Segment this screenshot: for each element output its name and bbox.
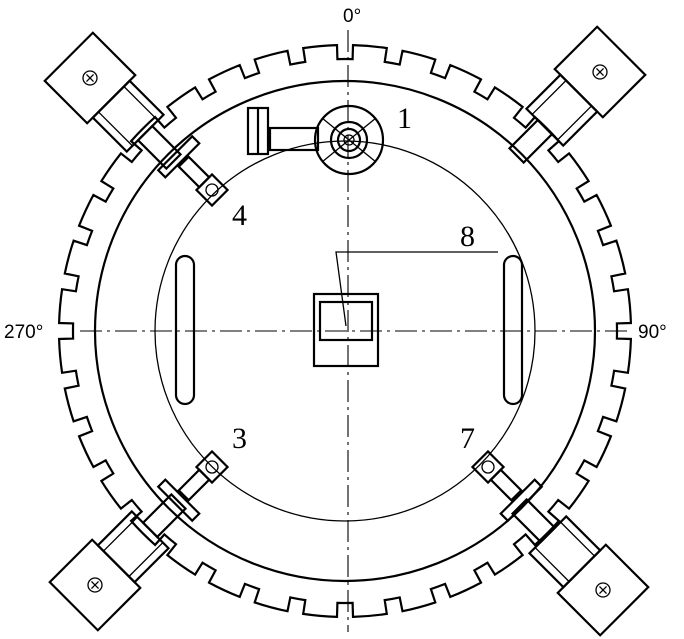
angle-label-270: 270° xyxy=(4,322,43,343)
support-lug xyxy=(50,478,203,631)
angle-label-90: 90° xyxy=(638,322,667,343)
label-7: 7 xyxy=(460,422,475,455)
sight-glass-left xyxy=(176,256,194,404)
label-4: 4 xyxy=(232,199,247,232)
valve-nozzle-4 xyxy=(158,136,236,214)
label-8: 8 xyxy=(460,220,475,253)
central-manhole-inner xyxy=(320,302,372,340)
central-manhole-outer xyxy=(314,294,378,366)
valve-nozzle-7 xyxy=(463,442,541,520)
angle-label-0: 0° xyxy=(343,6,361,27)
leader-line-8 xyxy=(336,252,498,326)
nozzle-1 xyxy=(248,106,383,174)
sight-glass-right xyxy=(504,256,522,404)
label-1: 1 xyxy=(397,102,412,135)
support-lug xyxy=(493,27,646,180)
label-3: 3 xyxy=(232,422,247,455)
support-lug xyxy=(45,33,198,186)
